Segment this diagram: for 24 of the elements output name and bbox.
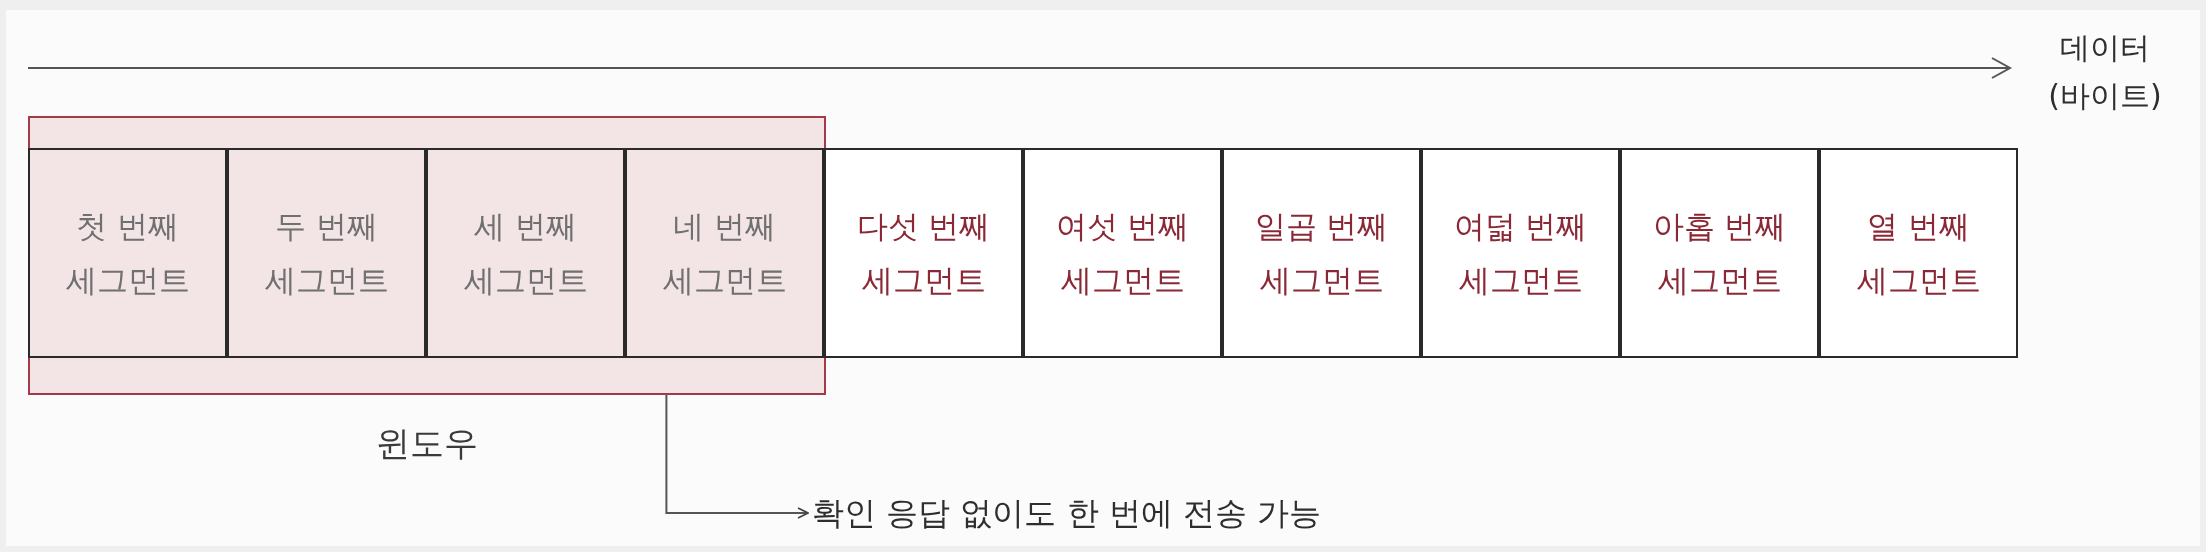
segment-cell: [1421, 148, 1620, 358]
segment-cell: [227, 148, 426, 358]
arrow: [665, 394, 809, 519]
segment-label: 아홉 번째 세그먼트: [1651, 206, 1788, 300]
segment-label: 여덟 번째 세그먼트: [1452, 206, 1589, 300]
segment-label: 네 번째 세그먼트: [661, 206, 788, 300]
axis-label: 데이터 (바이트): [2047, 29, 2163, 115]
segment-label: 첫 번째 세그먼트: [64, 206, 191, 300]
segment-label: 열 번째 세그먼트: [1855, 206, 1982, 300]
segment-cell: [1819, 148, 2018, 358]
segment-cell: [1023, 148, 1222, 358]
segment-cell: [1620, 148, 1819, 358]
segment-cell: [824, 148, 1023, 358]
segment-label: 여섯 번째 세그먼트: [1054, 206, 1191, 300]
note-text: 확인 응답 없이도 한 번에 전송 가능: [812, 493, 1322, 534]
segment-cell: [1222, 148, 1421, 358]
segment-cell: [426, 148, 625, 358]
segment-cell: [625, 148, 824, 358]
segment-cell: [28, 148, 227, 358]
segment-label: 다섯 번째 세그먼트: [855, 206, 992, 300]
segment-label: 두 번째 세그먼트: [263, 206, 390, 300]
window-label: 윈도우: [375, 422, 479, 465]
segment-label: 세 번째 세그먼트: [462, 206, 589, 300]
segment-label: 일곱 번째 세그먼트: [1253, 206, 1390, 300]
